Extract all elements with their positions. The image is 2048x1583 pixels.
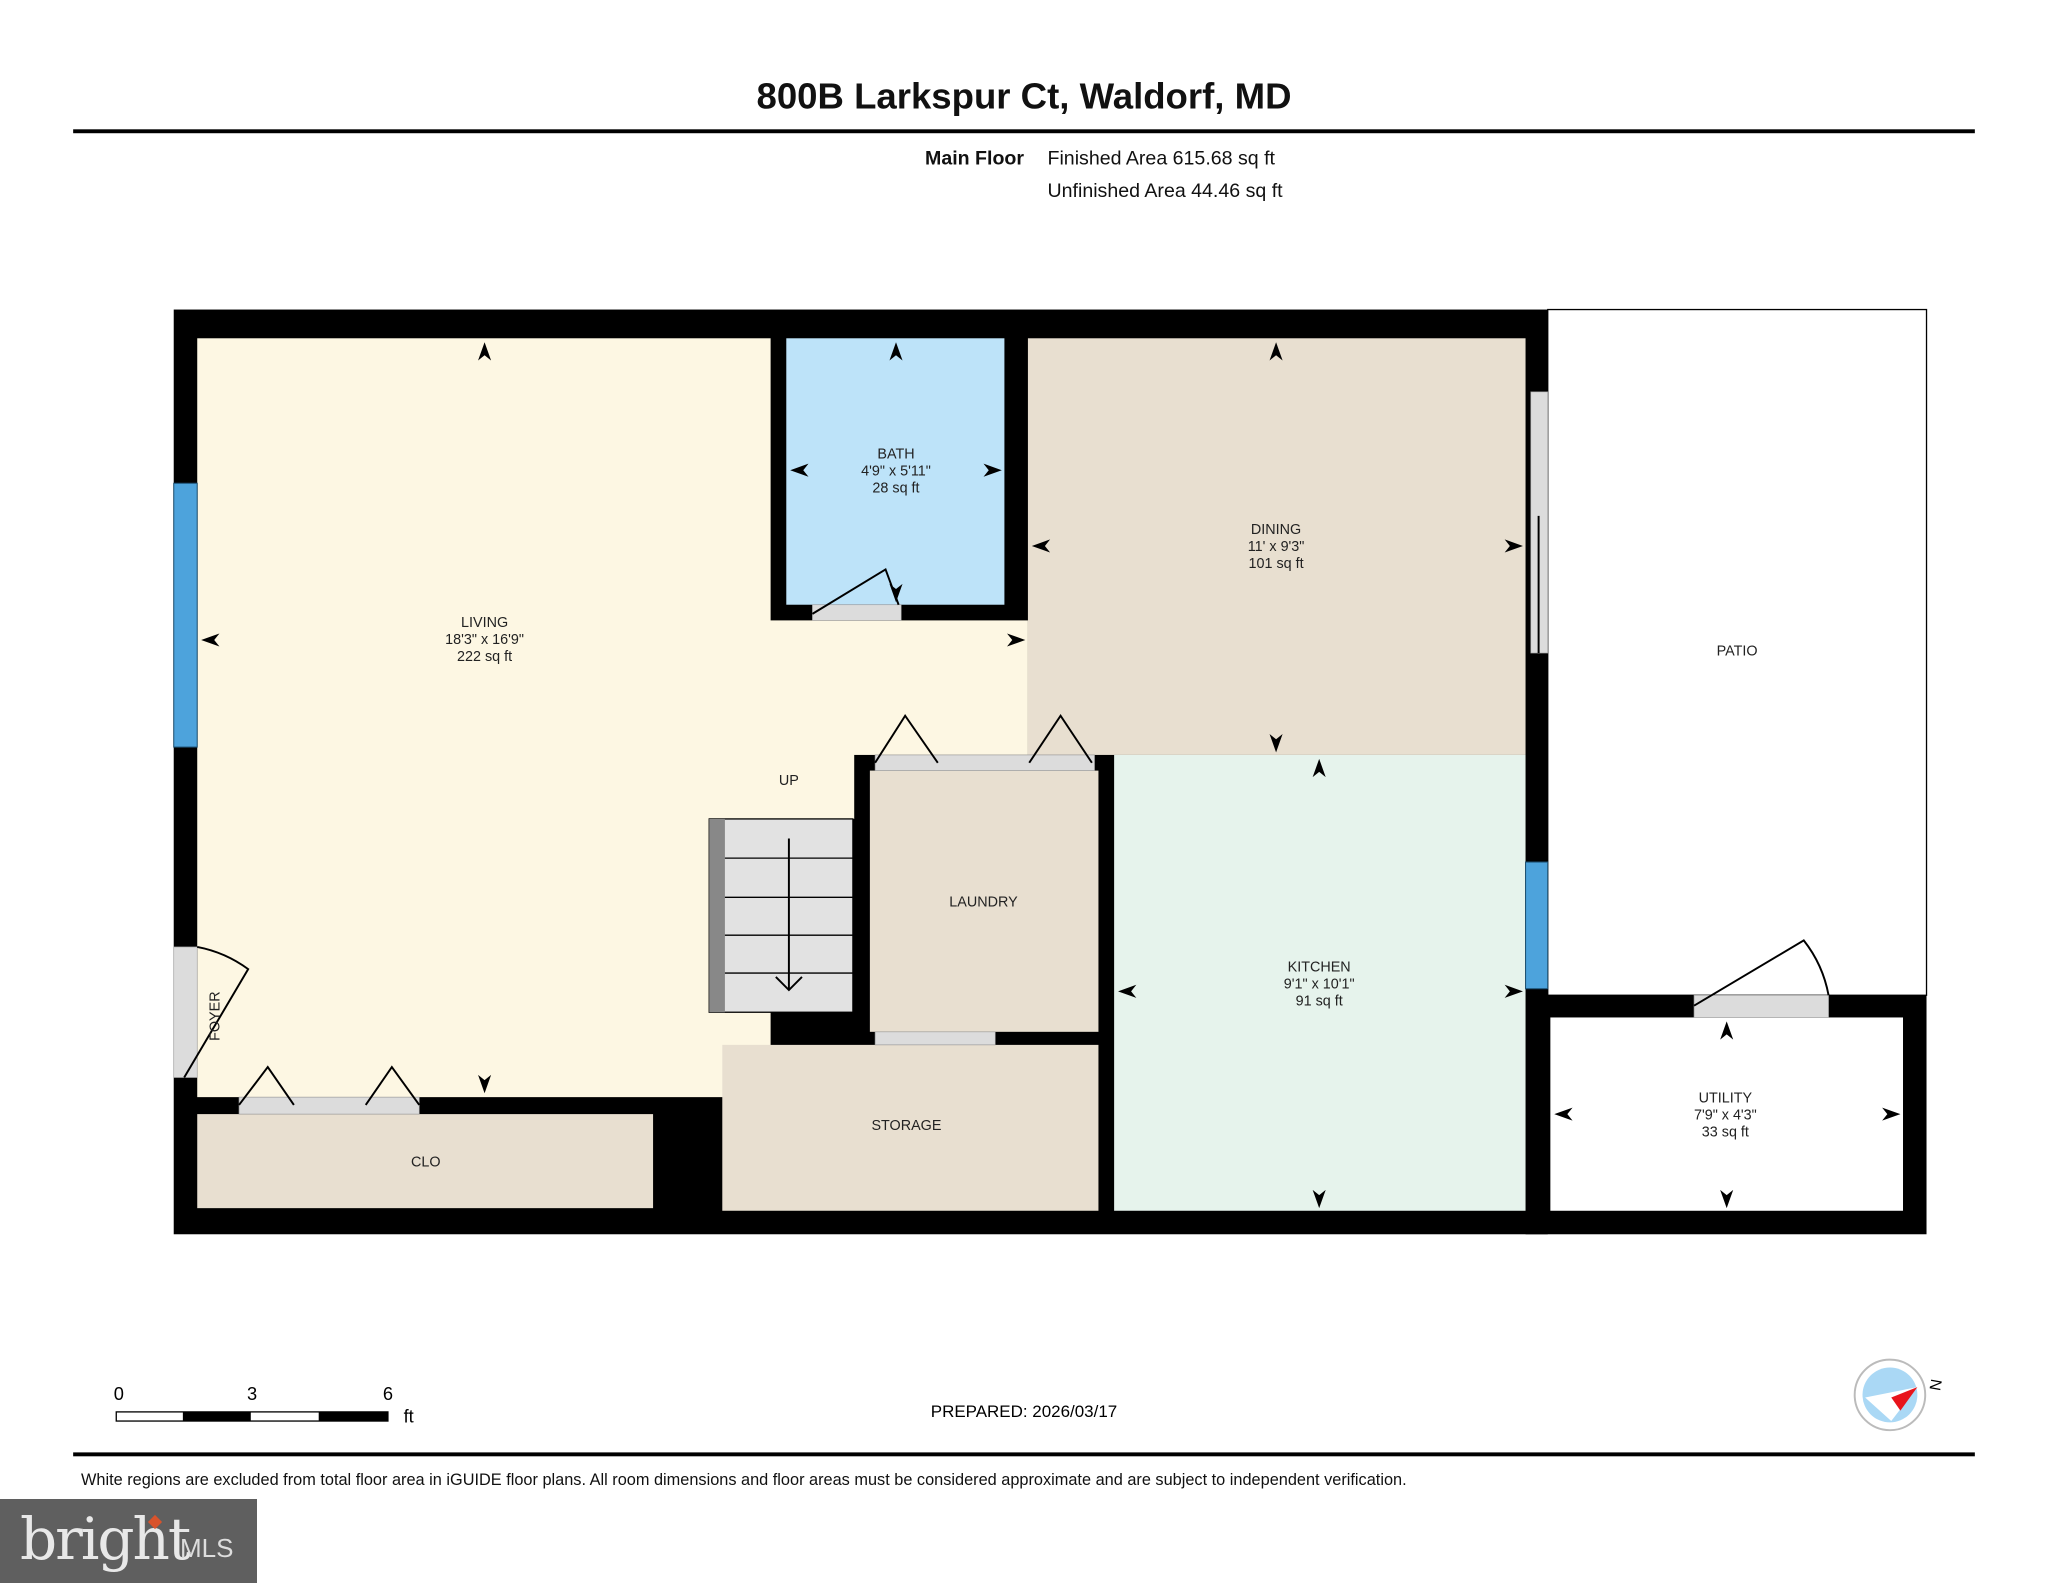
window-kitchen <box>1525 861 1549 990</box>
living-name: LIVING <box>461 615 508 631</box>
svg-text:6: 6 <box>383 1383 393 1404</box>
room-kitchen <box>1114 754 1526 1211</box>
room-dining <box>1027 338 1526 755</box>
kitchen-name: KITCHEN <box>1288 960 1351 976</box>
dimension-arrows <box>201 342 1901 1209</box>
room-bath <box>786 338 1005 605</box>
bath-name: BATH <box>877 446 914 462</box>
closet-name: CLO <box>411 1154 441 1170</box>
living-area: 222 sq ft <box>457 649 512 665</box>
room-laundry <box>869 770 1099 1032</box>
floor-name: Main Floor <box>925 148 1024 170</box>
staircase <box>708 818 854 1013</box>
svg-text:0: 0 <box>114 1383 124 1404</box>
utility-dims: 7'9" x 4'3" <box>1694 1107 1757 1123</box>
kitchen-dims: 9'1" x 10'1" <box>1284 977 1355 993</box>
foyer-name: FOYER <box>207 991 223 1040</box>
utility-name: UTILITY <box>1699 1090 1753 1106</box>
svg-text:ft: ft <box>404 1405 414 1426</box>
utility-area: 33 sq ft <box>1702 1124 1749 1140</box>
patio-name: PATIO <box>1717 644 1758 660</box>
footer-divider <box>73 1452 1975 1457</box>
room-closet <box>197 1114 654 1209</box>
header-divider <box>73 129 1975 134</box>
dining-area: 101 sq ft <box>1249 556 1304 572</box>
unfinished-area: Unfinished Area 44.46 sq ft <box>1048 180 1284 202</box>
bath-dims: 4'9" x 5'11" <box>861 463 931 479</box>
bath-area: 28 sq ft <box>872 480 919 496</box>
room-patio <box>1547 308 1928 996</box>
disclaimer: White regions are excluded from total fl… <box>81 1471 1407 1489</box>
room-living <box>197 338 1028 1098</box>
room-utility <box>1550 1017 1904 1211</box>
room-storage <box>722 1044 1099 1211</box>
storage-name: STORAGE <box>871 1118 941 1134</box>
page-title: 800B Larkspur Ct, Waldorf, MD <box>757 75 1292 116</box>
compass-icon: N <box>1853 1358 1945 1432</box>
living-dims: 18'3" x 16'9" <box>445 632 524 648</box>
finished-area: Finished Area 615.68 sq ft <box>1048 148 1276 170</box>
stairs-label: UP <box>779 773 799 789</box>
svg-text:3: 3 <box>247 1383 257 1404</box>
prepared-date: PREPARED: 2026/03/17 <box>931 1402 1117 1421</box>
dining-name: DINING <box>1251 522 1301 538</box>
window-left <box>173 482 198 748</box>
scale-bar: 0 3 6 ft <box>114 1383 414 1426</box>
laundry-name: LAUNDRY <box>949 894 1018 910</box>
svg-text:N: N <box>1926 1378 1945 1392</box>
doors <box>173 391 1829 1115</box>
dining-dims: 11' x 9'3" <box>1248 539 1305 555</box>
bright-mls-logo: bright MLS <box>0 1499 257 1583</box>
kitchen-area: 91 sq ft <box>1296 994 1343 1010</box>
